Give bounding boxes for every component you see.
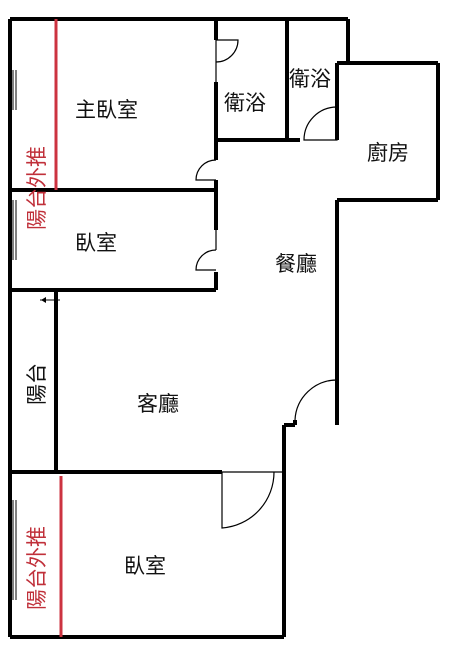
interior-walls <box>10 19 348 474</box>
door-bath1 <box>215 39 239 63</box>
label-bathroom-1: 衛浴 <box>224 91 266 115</box>
label-bathroom-2: 衛浴 <box>289 67 331 91</box>
room-labels: 主臥室 衛浴 衛浴 廚房 臥室 餐廳 客廳 臥室 陽台 陽台外推 陽台外推 <box>25 67 409 610</box>
door-master-bedroom <box>195 159 217 181</box>
door-living-east <box>294 379 338 425</box>
windows <box>12 70 439 600</box>
label-living: 客廳 <box>137 392 179 416</box>
label-bedroom-1: 臥室 <box>75 231 117 255</box>
label-balcony-extension-top: 陽台外推 <box>25 146 49 230</box>
door-bedroom-2 <box>221 471 275 529</box>
balcony-extension-lines <box>54 19 63 637</box>
door-bath2 <box>303 106 338 141</box>
label-bedroom-2: 臥室 <box>124 554 166 578</box>
label-master-bedroom: 主臥室 <box>75 98 138 122</box>
label-balcony-extension-bottom: 陽台外推 <box>25 526 49 610</box>
doors <box>40 39 338 529</box>
label-kitchen: 廚房 <box>367 141 409 165</box>
label-balcony: 陽台 <box>25 363 49 405</box>
label-dining: 餐廳 <box>275 252 317 276</box>
door-bedroom-1 <box>195 249 217 271</box>
